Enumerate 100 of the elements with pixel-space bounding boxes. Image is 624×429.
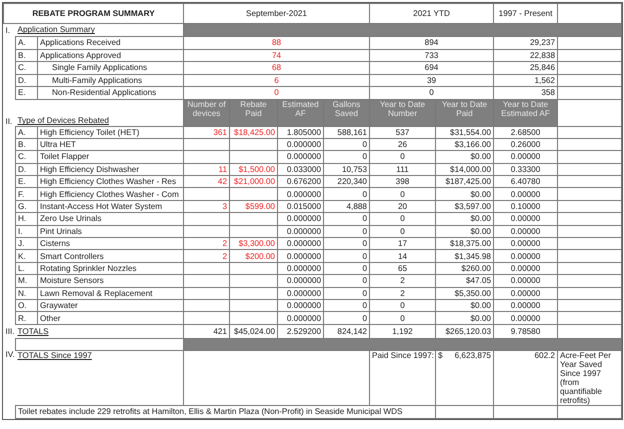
af-value: 0.00000 [494,150,558,164]
note: Acre-Feet Per Year Saved Since 1997 (from quantifiable retrofits) [558,350,622,406]
amount-value: $3,166.00 [436,138,494,151]
item-letter: O. [16,299,38,312]
amount-value: $1,345.98 [436,250,494,262]
row-label: Rotating Sprinkler Nozzles [38,262,184,275]
af-value: 0.26000 [494,138,558,151]
count-value: 6 [184,74,370,86]
count-value: 398 [370,176,436,188]
af-value: 0.00000 [494,312,558,324]
count-value: 0 [370,86,494,99]
row-label: Ultra HET [38,138,184,151]
count-value: 537 [370,126,436,138]
count-value: 11 [184,163,230,176]
row-label: Moisture Sensors [38,274,184,288]
count-value: 733 [370,49,494,62]
count-value: 25,846 [494,62,558,74]
count-value: 68 [184,62,370,74]
total-value: 9.78580 [494,324,558,338]
gallons-value: 0 [324,250,370,262]
row-label: Graywater [38,299,184,312]
gallons-value: 0 [324,287,370,300]
amount-value: $5,350.00 [436,287,494,300]
row-label: Applications Approved [38,49,184,62]
row-label: Zero Use Urinals [38,212,184,226]
item-letter: A. [16,126,38,138]
item-letter: C. [16,150,38,164]
gallons-value: 0 [324,225,370,238]
section-heading: Application Summary [16,24,184,36]
count-value: 20 [370,200,436,213]
gallons-value: 0 [324,188,370,200]
count-value: 0 [184,86,370,99]
item-letter: E. [16,176,38,188]
item-letter: J. [16,238,38,250]
count-value: 17 [370,238,436,250]
row-label: High Efficiency Toilet (HET) [38,126,184,138]
amount-value: $187,425.00 [436,176,494,188]
item-letter: F. [16,188,38,200]
count-value: 22,838 [494,49,558,62]
table-title: REBATE PROGRAM SUMMARY [4,4,184,24]
amount-value: $18,375.00 [436,238,494,250]
section-heading: TOTALS Since 1997 [16,350,184,406]
item-letter: C. [16,62,38,74]
af-value: 0.000000 [278,225,324,238]
amount-value: $1,500.00 [230,163,278,176]
row-label: Paid Since 1997: [370,350,436,406]
af-value: 0.00000 [494,299,558,312]
column-header: Gallons Saved [324,99,370,126]
count-value: 2 [370,274,436,288]
af-value: 0.00000 [494,250,558,262]
row-label: Cisterns [38,238,184,250]
item-letter: G. [16,200,38,213]
gallons-value: 0 [324,150,370,164]
amount-value: $47.05 [436,274,494,288]
item-letter: D. [16,163,38,176]
row-label: Pint Urinals [38,225,184,238]
af-value: 0.000000 [278,299,324,312]
amount-value: $0.00 [436,225,494,238]
af-value: 0.10000 [494,200,558,213]
row-label: Toilet Flapper [38,150,184,164]
af-value: 0.000000 [278,262,324,275]
amount-value: $3,597.00 [436,200,494,213]
af-value: 0.000000 [278,274,324,288]
af-value: 0.00000 [494,238,558,250]
count-value: 3 [184,200,230,213]
af-value: 6.40780 [494,176,558,188]
gallons-value: 0 [324,138,370,151]
gallons-value: 0 [324,238,370,250]
column-header: Year to Date Estimated AF [494,99,558,126]
count-value: 1,562 [494,74,558,86]
count-value: 29,237 [494,36,558,49]
af-value: 0.000000 [278,287,324,300]
section-heading: Type of Devices Rebated [16,99,184,126]
count-value: 2 [370,287,436,300]
count-value: 26 [370,138,436,151]
count-value: 2 [184,250,230,262]
column-header: Year to Date Paid [436,99,494,126]
gallons-value: 0 [324,212,370,226]
gallons-value: 588,161 [324,126,370,138]
count-value: 0 [370,299,436,312]
count-value: 358 [494,86,558,99]
section-number: II. [4,99,16,126]
amount-value: $0.00 [436,212,494,226]
count-value: 39 [370,74,494,86]
af-value: 0.33300 [494,163,558,176]
total-value: 421 [184,324,230,338]
amount-value: $21,000.00 [230,176,278,188]
amount-value: $200.00 [230,250,278,262]
af-value: 0.000000 [278,250,324,262]
item-letter: R. [16,312,38,324]
amount-value: $599.00 [230,200,278,213]
gallons-value: 0 [324,274,370,288]
count-value: 65 [370,262,436,275]
af-value: 0.000000 [278,138,324,151]
af-value: 0.000000 [278,150,324,164]
count-value: 0 [370,150,436,164]
af-value: 0.015000 [278,200,324,213]
af-value: 0.00000 [494,262,558,275]
gallons-value: 4,888 [324,200,370,213]
count-value: 0 [370,225,436,238]
